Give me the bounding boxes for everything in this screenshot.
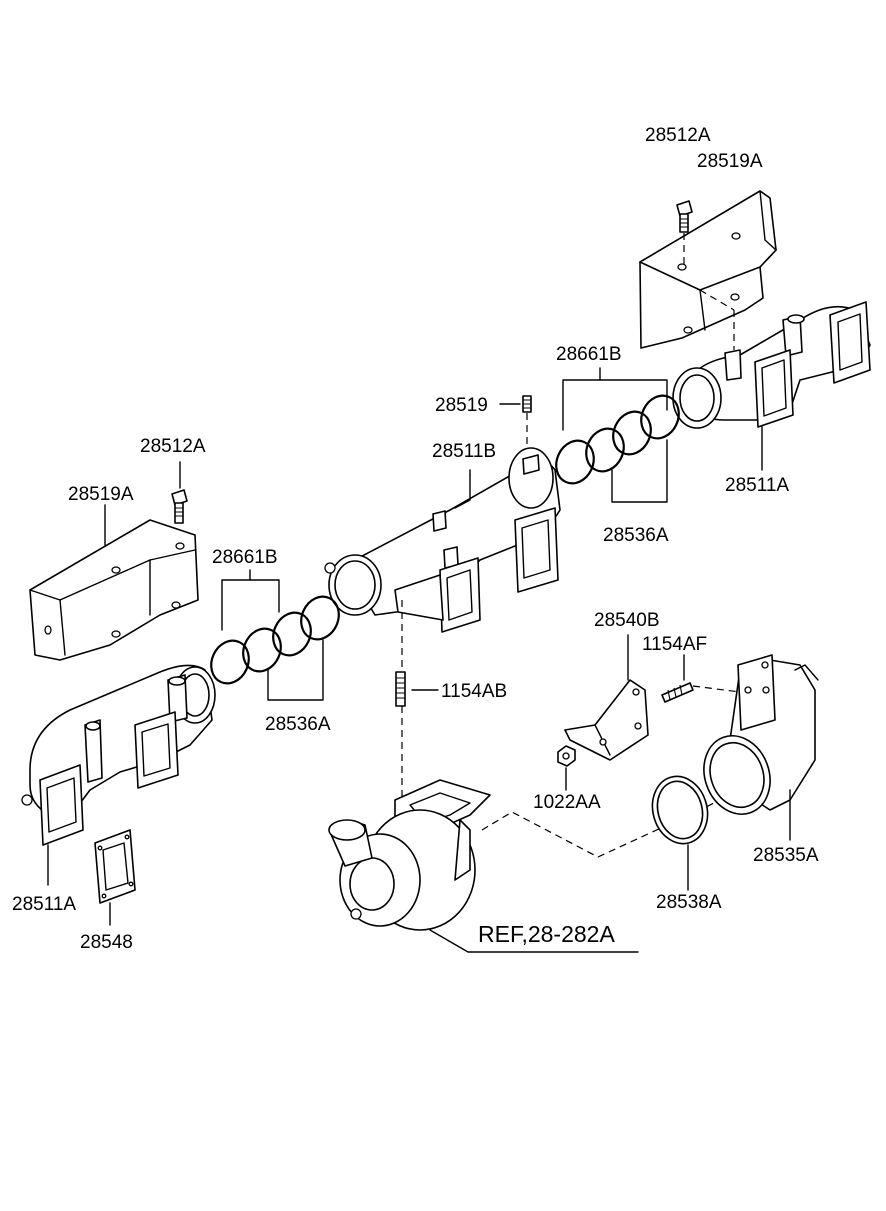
manifold-right — [672, 289, 871, 429]
label-28512A-left: 28512A — [140, 436, 206, 457]
rings-right — [555, 394, 680, 485]
heat-shield-right — [639, 190, 777, 349]
heat-shield-left — [29, 519, 199, 661]
nut — [557, 745, 576, 767]
manifold-left — [21, 664, 216, 846]
label-28661B-top: 28661B — [556, 344, 622, 365]
label-28535A: 28535A — [753, 845, 819, 866]
bolt-left — [171, 489, 188, 524]
manifold-center — [324, 447, 561, 633]
label-28536A-left: 28536A — [265, 714, 331, 735]
label-28540B: 28540B — [594, 610, 660, 631]
label-28511A-right: 28511A — [725, 475, 789, 496]
label-28548: 28548 — [80, 932, 133, 953]
bolt-top — [676, 200, 693, 268]
label-28511B: 28511B — [432, 441, 496, 462]
label-28538A: 28538A — [656, 892, 722, 913]
label-1154AF: 1154AF — [642, 634, 707, 655]
label-28519: 28519 — [435, 395, 488, 416]
rings-left — [210, 595, 340, 685]
label-1154AB: 1154AB — [441, 681, 507, 702]
turbocharger — [328, 779, 491, 931]
label-28519A-top: 28519A — [697, 151, 763, 172]
seal-ring — [651, 775, 709, 845]
gasket — [94, 829, 136, 904]
elbow-pipe — [703, 654, 819, 815]
label-28661B-left: 28661B — [212, 547, 278, 568]
stud-long — [395, 600, 406, 800]
label-1022AA: 1022AA — [533, 792, 601, 813]
bracket — [564, 679, 649, 761]
label-28519A-left: 28519A — [68, 484, 134, 505]
label-ref-28-282A: REF,28-282A — [478, 921, 615, 947]
stud-bracket — [661, 682, 741, 703]
label-28512A-top: 28512A — [645, 125, 711, 146]
label-28511A-left: 28511A — [12, 894, 76, 915]
label-28536A-right: 28536A — [603, 525, 669, 546]
stud-small — [522, 395, 532, 455]
